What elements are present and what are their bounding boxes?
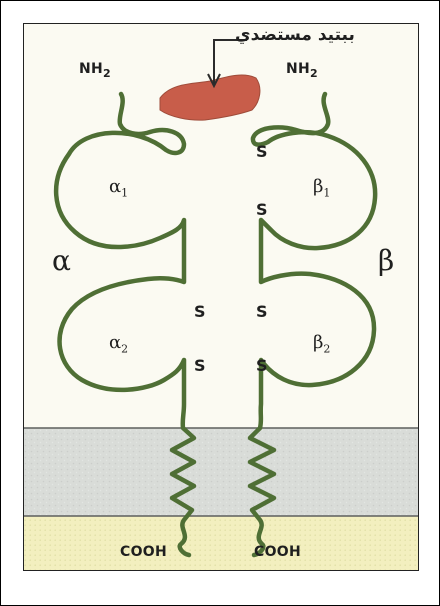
nh2-right-text: NH <box>286 61 310 77</box>
disulfide-alpha-domain2-top: S <box>194 302 206 321</box>
antigenic-peptide <box>160 75 260 120</box>
nh2-left-text: NH <box>79 61 103 77</box>
disulfide-alpha-domain2-bottom: S <box>194 356 206 375</box>
beta-chain-label: β <box>378 244 394 277</box>
beta2-sub: 2 <box>323 343 330 356</box>
disulfide-beta1-bottom: S <box>256 200 268 219</box>
domain-beta1-label: β1 <box>313 176 330 200</box>
disulfide-beta1-top: S <box>256 142 268 161</box>
beta1-text: β <box>313 176 323 197</box>
alpha2-sub: 2 <box>121 343 128 356</box>
nh2-left-subscript: 2 <box>103 67 111 80</box>
diagram-svg <box>24 24 418 570</box>
domain-beta2-label: β2 <box>313 332 330 356</box>
nh2-left-label: NH2 <box>79 61 111 80</box>
domain-alpha2-label: α2 <box>109 332 128 356</box>
mhc-class-ii-diagram: ببتيد مستضدي NH2 NH2 α1 α2 β1 β2 α β S S… <box>23 23 419 571</box>
cooh-right-label: COOH <box>254 544 301 560</box>
cooh-left-label: COOH <box>120 544 167 560</box>
disulfide-beta-domain2-bottom: S <box>256 356 268 375</box>
alpha2-text: α <box>109 332 121 353</box>
nh2-right-subscript: 2 <box>310 67 318 80</box>
alpha1-text: α <box>109 176 121 197</box>
nh2-right-label: NH2 <box>286 61 318 80</box>
beta2-text: β <box>313 332 323 353</box>
beta1-sub: 1 <box>323 187 330 200</box>
domain-alpha1-label: α1 <box>109 176 128 200</box>
alpha-chain-label: α <box>52 244 71 277</box>
alpha1-sub: 1 <box>121 187 128 200</box>
disulfide-beta-domain2-top: S <box>256 302 268 321</box>
peptide-label: ببتيد مستضدي <box>235 25 355 45</box>
